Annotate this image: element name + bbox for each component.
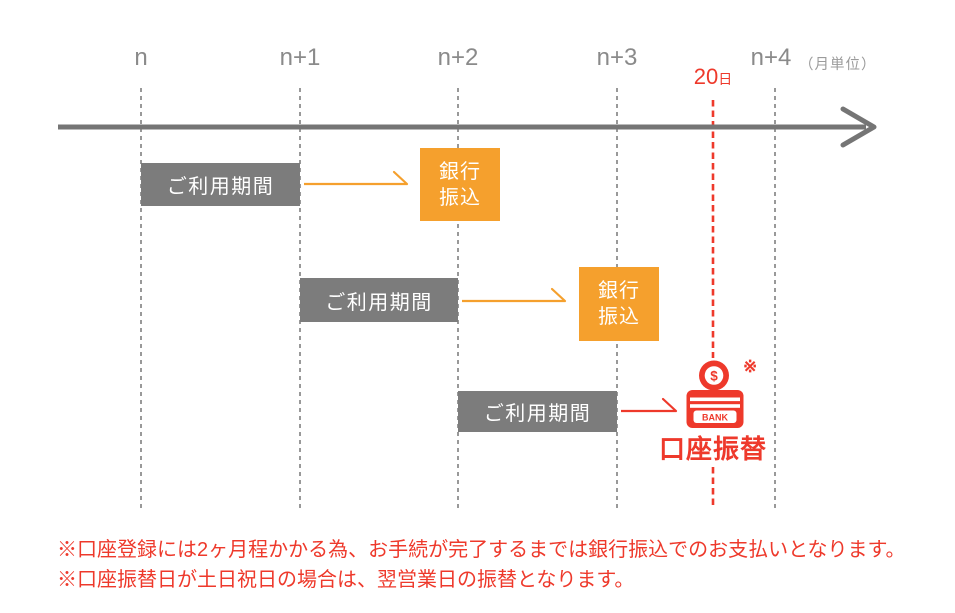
direct-debit-label: 口座振替 xyxy=(658,434,768,464)
bank-name-plate xyxy=(693,410,737,423)
month-label-n2: n+2 xyxy=(437,44,479,71)
note-line-2: ※口座振替日が土日祝日の場合は、翌営業日の振替となります。 xyxy=(57,568,635,591)
month-label-n3: n+3 xyxy=(596,44,638,71)
bank-box-slot-line xyxy=(690,404,740,408)
asterisk-mark: ※ xyxy=(743,357,758,376)
due-day-suffix: 日 xyxy=(718,71,733,87)
coin-dollar-symbol: $ xyxy=(710,369,718,384)
usage-period-box-row1: ご利用期間 xyxy=(141,163,300,206)
month-label-n4: n+4 xyxy=(750,44,792,71)
connector-arrow-row3 xyxy=(621,397,678,413)
usage-period-box-row2: ご利用期間 xyxy=(300,278,458,322)
month-label-n: n xyxy=(134,44,148,71)
usage-period-box-row3: ご利用期間 xyxy=(458,391,617,432)
bank-transfer-box-row1: 銀行 振込 xyxy=(420,148,500,221)
coin-inner xyxy=(704,366,724,385)
bank-transfer-box-row2: 銀行 振込 xyxy=(579,267,659,341)
connector-arrow-row2 xyxy=(462,287,567,303)
note-line-1: ※口座登録には2ヶ月程かかる為、お手続が完了するまでは銀行振込でのお支払いとなり… xyxy=(57,539,906,561)
bank-deposit-icon: BANK $ xyxy=(686,360,744,428)
month-unit-note: （月単位） xyxy=(799,57,877,73)
bank-box-slot-line xyxy=(690,397,740,402)
due-day-number: 20 xyxy=(693,64,719,89)
due-day-label: 20日 xyxy=(694,64,732,90)
month-label-n1: n+1 xyxy=(279,44,321,71)
bank-text: BANK xyxy=(702,412,728,422)
footnotes: ※口座登録には2ヶ月程かかる為、お手続が完了するまでは銀行振込でのお支払いとなり… xyxy=(57,536,906,595)
timeline-arrowhead-icon xyxy=(840,106,877,148)
connector-arrow-row1 xyxy=(304,170,409,186)
